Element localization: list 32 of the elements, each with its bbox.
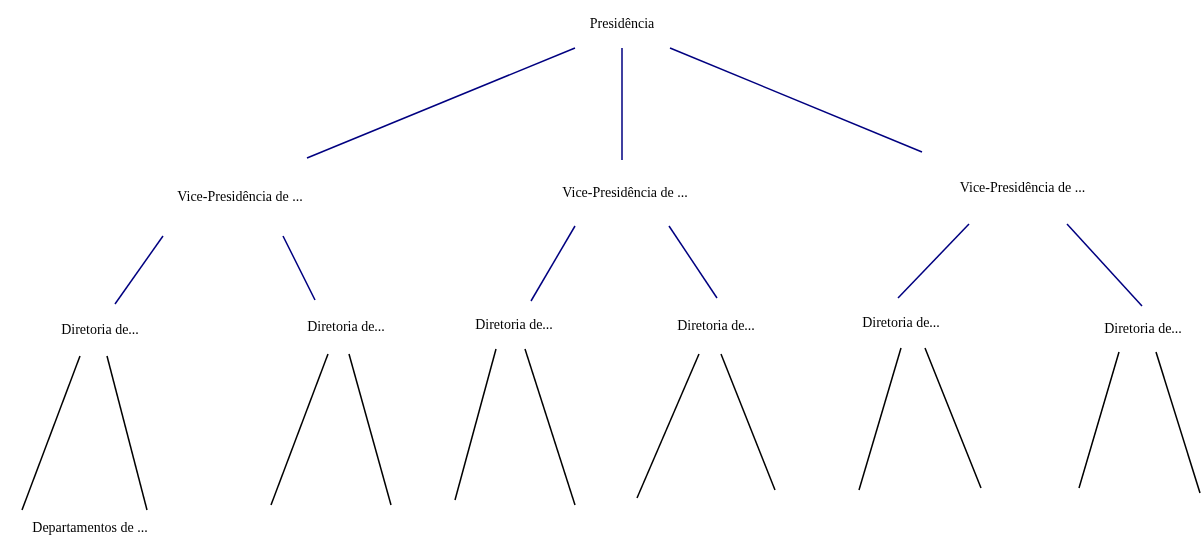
connector-line xyxy=(924,347,982,489)
org-unit-label: Diretoria de... xyxy=(61,322,139,338)
org-unit-label: Diretoria de... xyxy=(677,318,755,334)
connector-line xyxy=(621,47,623,161)
connector-line xyxy=(282,235,316,301)
connector-line xyxy=(668,225,718,299)
connector-line xyxy=(636,353,700,499)
org-unit-label: Vice-Presidência de ... xyxy=(959,180,1086,196)
connector-line xyxy=(348,353,392,506)
connector-line xyxy=(1078,351,1120,489)
connector-line xyxy=(270,353,329,506)
connector-line xyxy=(858,347,902,491)
connector-line xyxy=(114,235,164,305)
org-unit-label: Vice-Presidência de ... xyxy=(177,189,303,205)
connector-line xyxy=(720,353,776,491)
org-unit-label: Diretoria de... xyxy=(307,319,385,335)
connector-line xyxy=(106,355,148,511)
connector-line xyxy=(1155,351,1201,494)
connector-line xyxy=(306,47,576,159)
connector-line xyxy=(21,355,81,511)
connector-line xyxy=(530,225,576,302)
connector-line xyxy=(524,348,576,506)
connector-line xyxy=(1066,223,1143,307)
org-unit-label: Diretoria de... xyxy=(862,315,940,331)
connector-line xyxy=(897,223,970,299)
org-unit-label: Vice-Presidência de ... xyxy=(562,185,688,201)
org-unit-label: Departamentos de ... xyxy=(32,520,148,536)
connector-line xyxy=(669,47,923,153)
org-unit-label: Diretoria de... xyxy=(475,317,553,333)
connector-line xyxy=(454,348,497,501)
org-unit-label: Diretoria de... xyxy=(1104,321,1182,337)
org-unit-label: Presidência xyxy=(589,16,655,32)
